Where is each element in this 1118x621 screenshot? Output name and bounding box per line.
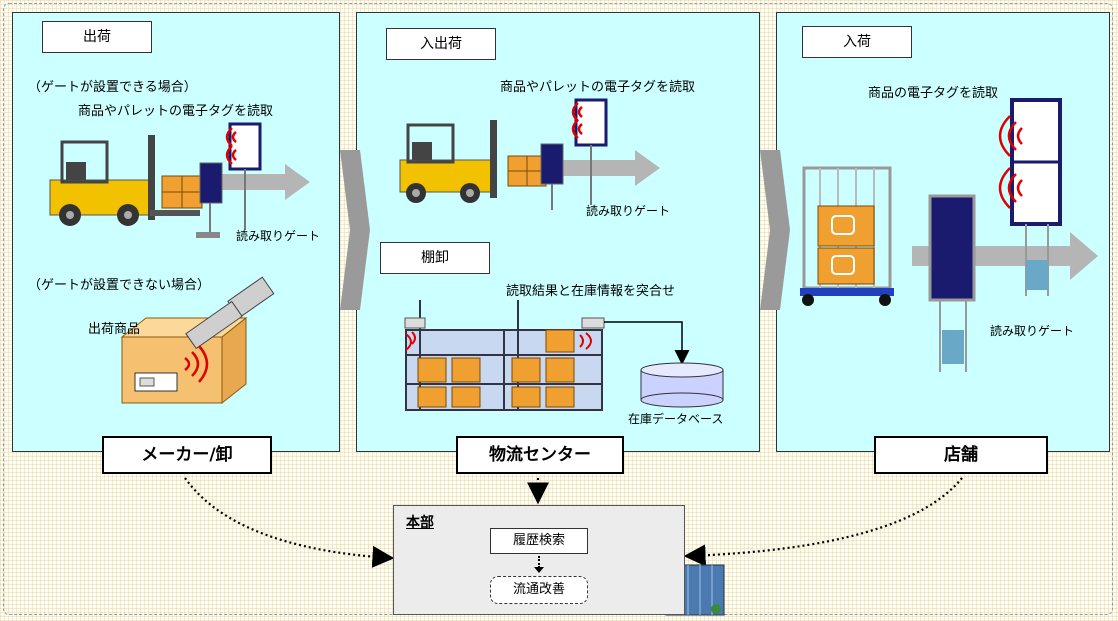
maker-gate-caption: 商品やパレットの電子タグを読取 [78, 104, 274, 119]
connector-maker-hq [184, 477, 395, 568]
maker-nogate-case: （ゲートが設置できない場合） [28, 278, 211, 293]
connector-store-hq [683, 477, 963, 567]
forklift-center [399, 120, 547, 203]
gate-arrow-center [555, 150, 660, 186]
center-caption-1: 商品やパレットの電子タグを読取 [500, 80, 696, 95]
store-label: 店舗 [874, 436, 1048, 474]
gate-center [540, 98, 608, 210]
store-gate-label: 読み取りゲート [990, 324, 1075, 338]
hq-inner-arrow [538, 556, 540, 568]
hq-inner-arrowhead [534, 567, 544, 573]
shelf-to-db-connector [604, 321, 690, 365]
maker-product-label: 出荷商品 [88, 322, 141, 337]
maker-wholesaler-label: メーカー/卸 [102, 436, 272, 474]
maker-gate-label: 読み取りゲート [236, 229, 321, 243]
gate-arrow-maker [218, 164, 310, 200]
center-db-label: 在庫データベース [628, 412, 724, 426]
gate-store [928, 98, 1062, 372]
center-gate-label: 読み取りゲート [586, 204, 671, 218]
tab-in-out: 入出荷 [386, 28, 496, 60]
tab-receiving: 入荷 [802, 26, 912, 58]
warehouse-shelves [404, 300, 605, 411]
gate-arrow-store [912, 232, 1098, 280]
distribution-improvement-box: 流通改善 [490, 576, 588, 604]
history-search-box: 履歴検索 [490, 528, 588, 554]
flow-chevron-2 [760, 150, 790, 310]
gate-maker [196, 122, 262, 238]
flow-chevron-1 [340, 150, 370, 310]
maker-gate-case: （ゲートが設置できる場合） [28, 80, 197, 95]
hq-box: 本部 履歴検索 流通改善 [393, 505, 685, 615]
center-caption-2: 読取結果と在庫情報を突合せ [506, 284, 676, 299]
store-caption: 商品の電子タグを読取 [868, 86, 999, 101]
handheld-scanner-scene [120, 276, 275, 405]
tab-inventory: 棚卸 [380, 242, 490, 274]
hq-title: 本部 [406, 515, 434, 531]
logistics-center-label: 物流センター [456, 436, 624, 474]
tab-shipping: 出荷 [42, 21, 152, 53]
inventory-database [640, 362, 724, 408]
roll-cart [800, 166, 894, 306]
forklift-maker [49, 135, 203, 226]
